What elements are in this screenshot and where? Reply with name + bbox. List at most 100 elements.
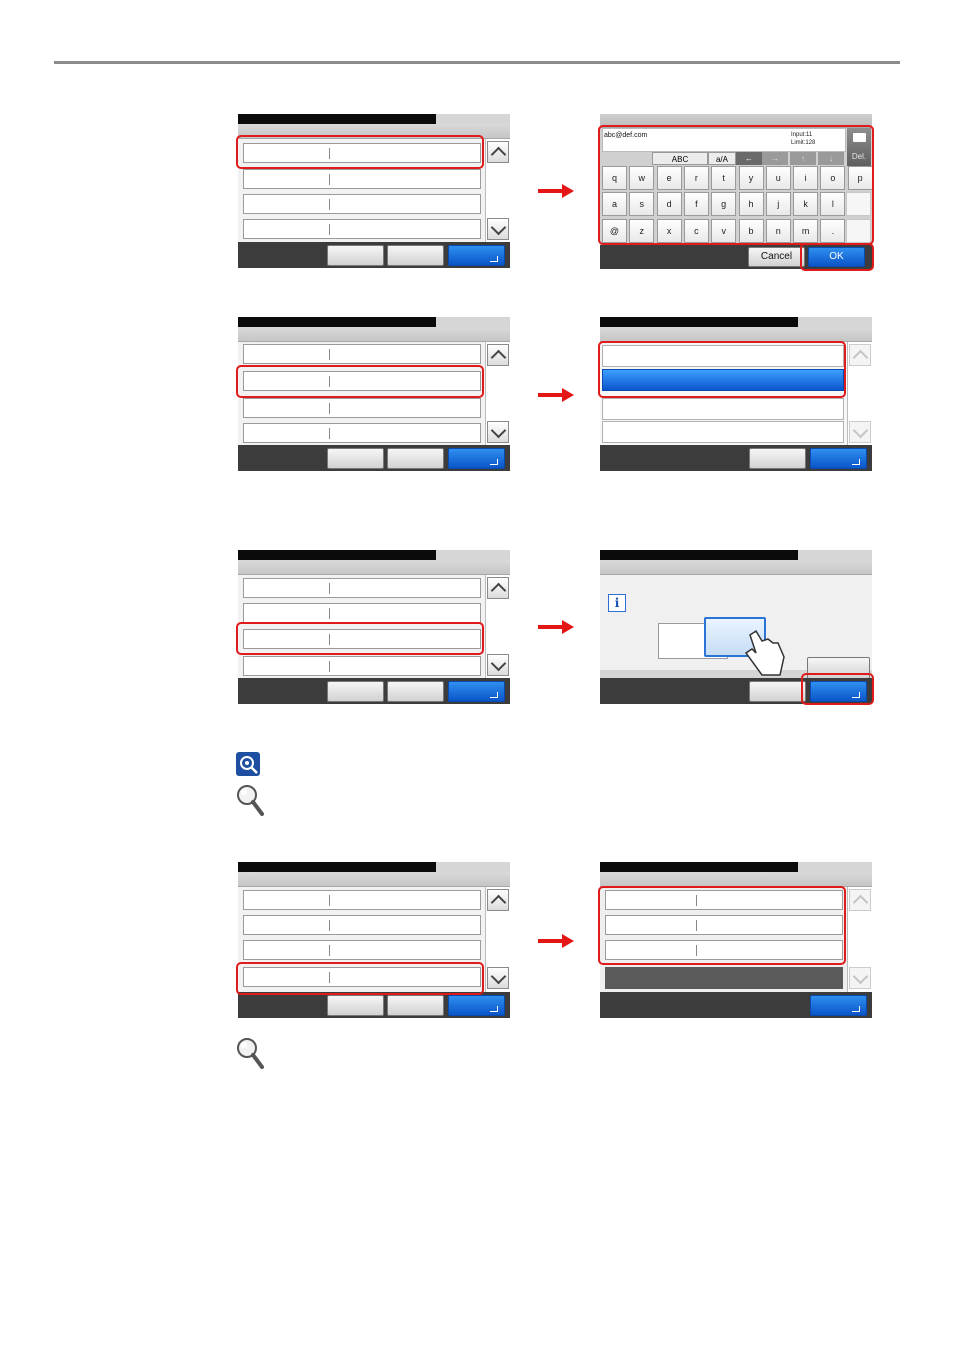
key-j[interactable]: j	[765, 192, 791, 216]
detail-row[interactable]	[605, 915, 843, 935]
entry-row[interactable]	[243, 194, 481, 214]
key-n[interactable]: n	[765, 219, 791, 243]
key-t[interactable]: t	[711, 166, 737, 190]
list-scrollbar[interactable]	[847, 887, 872, 992]
key-f[interactable]: f	[683, 192, 709, 216]
footer-button[interactable]	[327, 448, 384, 469]
key-s[interactable]: s	[629, 192, 655, 216]
entry-row-email[interactable]	[243, 143, 481, 163]
key-b[interactable]: b	[738, 219, 764, 243]
scroll-down-button[interactable]	[487, 218, 509, 240]
list-scrollbar[interactable]	[485, 887, 510, 992]
list-scrollbar[interactable]	[847, 342, 872, 445]
entry-row-selected[interactable]	[243, 967, 481, 987]
confirm-button[interactable]	[448, 245, 505, 266]
footer-button[interactable]	[327, 995, 384, 1016]
list-scrollbar[interactable]	[485, 139, 510, 242]
key-y[interactable]: y	[738, 166, 764, 190]
key-at[interactable]: @	[602, 219, 627, 243]
key-d[interactable]: d	[656, 192, 682, 216]
key-u[interactable]: u	[765, 166, 791, 190]
entry-row[interactable]	[243, 169, 481, 189]
key-dot[interactable]: .	[820, 219, 846, 243]
scroll-up-button[interactable]	[487, 577, 509, 599]
key-c[interactable]: c	[683, 219, 709, 243]
entry-row[interactable]	[243, 219, 481, 239]
key-i[interactable]: i	[793, 166, 819, 190]
screen-footer	[600, 445, 872, 471]
scroll-down-button[interactable]	[849, 421, 871, 443]
key-o[interactable]: o	[820, 166, 846, 190]
list-scrollbar[interactable]	[485, 342, 510, 445]
footer-button[interactable]	[327, 245, 384, 266]
scroll-down-button[interactable]	[487, 421, 509, 443]
footer-button[interactable]	[387, 995, 444, 1016]
scroll-up-button[interactable]	[849, 344, 871, 366]
confirm-button[interactable]	[448, 995, 505, 1016]
detail-row[interactable]	[605, 940, 843, 960]
scroll-up-button[interactable]	[487, 889, 509, 911]
entry-row-selected[interactable]	[243, 371, 481, 391]
cursor-down-button[interactable]: ↓	[818, 152, 844, 165]
option-row[interactable]	[602, 345, 844, 367]
case-toggle-button[interactable]: a/A	[708, 152, 736, 165]
cursor-up-button[interactable]: ↑	[790, 152, 816, 165]
confirm-button[interactable]	[810, 448, 867, 469]
key-x[interactable]: x	[656, 219, 682, 243]
cursor-right-button[interactable]: →	[762, 152, 788, 165]
delete-button[interactable]: Del.	[847, 128, 871, 166]
entry-row[interactable]	[243, 578, 481, 598]
detail-row-disabled	[605, 967, 843, 989]
scroll-down-button[interactable]	[849, 967, 871, 989]
key-m[interactable]: m	[793, 219, 819, 243]
entry-row[interactable]	[243, 423, 481, 443]
key-g[interactable]: g	[711, 192, 737, 216]
footer-button[interactable]	[749, 448, 806, 469]
scroll-up-button[interactable]	[487, 344, 509, 366]
entry-row[interactable]	[243, 603, 481, 623]
key-l[interactable]: l	[820, 192, 846, 216]
option-row[interactable]	[602, 398, 844, 420]
abc-mode-button[interactable]: ABC	[652, 152, 708, 165]
confirm-button[interactable]	[448, 681, 505, 702]
entry-row[interactable]	[243, 940, 481, 960]
confirm-button[interactable]	[448, 448, 505, 469]
key-q[interactable]: q	[602, 166, 627, 190]
scroll-up-button[interactable]	[487, 141, 509, 163]
entry-row[interactable]	[243, 656, 481, 676]
list-scrollbar[interactable]	[485, 575, 510, 678]
key-r[interactable]: r	[683, 166, 709, 190]
key-a[interactable]: a	[602, 192, 627, 216]
key-p[interactable]: p	[847, 166, 872, 190]
option-row-selected[interactable]	[602, 369, 844, 391]
key-k[interactable]: k	[793, 192, 819, 216]
email-address-input[interactable]: abc@def.com Input:11 Limit:128	[602, 128, 846, 152]
footer-button[interactable]	[327, 681, 384, 702]
scroll-down-button[interactable]	[487, 654, 509, 676]
entry-row[interactable]	[243, 398, 481, 418]
option-row[interactable]	[602, 421, 844, 443]
footer-button[interactable]	[387, 448, 444, 469]
entry-row-selected[interactable]	[243, 629, 481, 649]
enter-key[interactable]	[846, 219, 871, 243]
cancel-button[interactable]: Cancel	[748, 247, 805, 267]
footer-button[interactable]	[387, 681, 444, 702]
scroll-down-button[interactable]	[487, 967, 509, 989]
entry-row[interactable]	[243, 344, 481, 364]
detail-row[interactable]	[605, 890, 843, 910]
footer-button[interactable]	[387, 245, 444, 266]
space-key[interactable]	[846, 192, 871, 216]
key-h[interactable]: h	[738, 192, 764, 216]
ok-button[interactable]: OK	[808, 247, 865, 267]
key-v[interactable]: v	[711, 219, 737, 243]
key-e[interactable]: e	[656, 166, 682, 190]
key-w[interactable]: w	[629, 166, 655, 190]
footer-button[interactable]	[749, 681, 806, 702]
confirm-button[interactable]	[810, 995, 867, 1016]
scroll-up-button[interactable]	[849, 889, 871, 911]
ok-button[interactable]	[810, 681, 867, 702]
entry-row[interactable]	[243, 890, 481, 910]
entry-row[interactable]	[243, 915, 481, 935]
key-z[interactable]: z	[629, 219, 655, 243]
cursor-left-button[interactable]: ←	[736, 152, 762, 165]
